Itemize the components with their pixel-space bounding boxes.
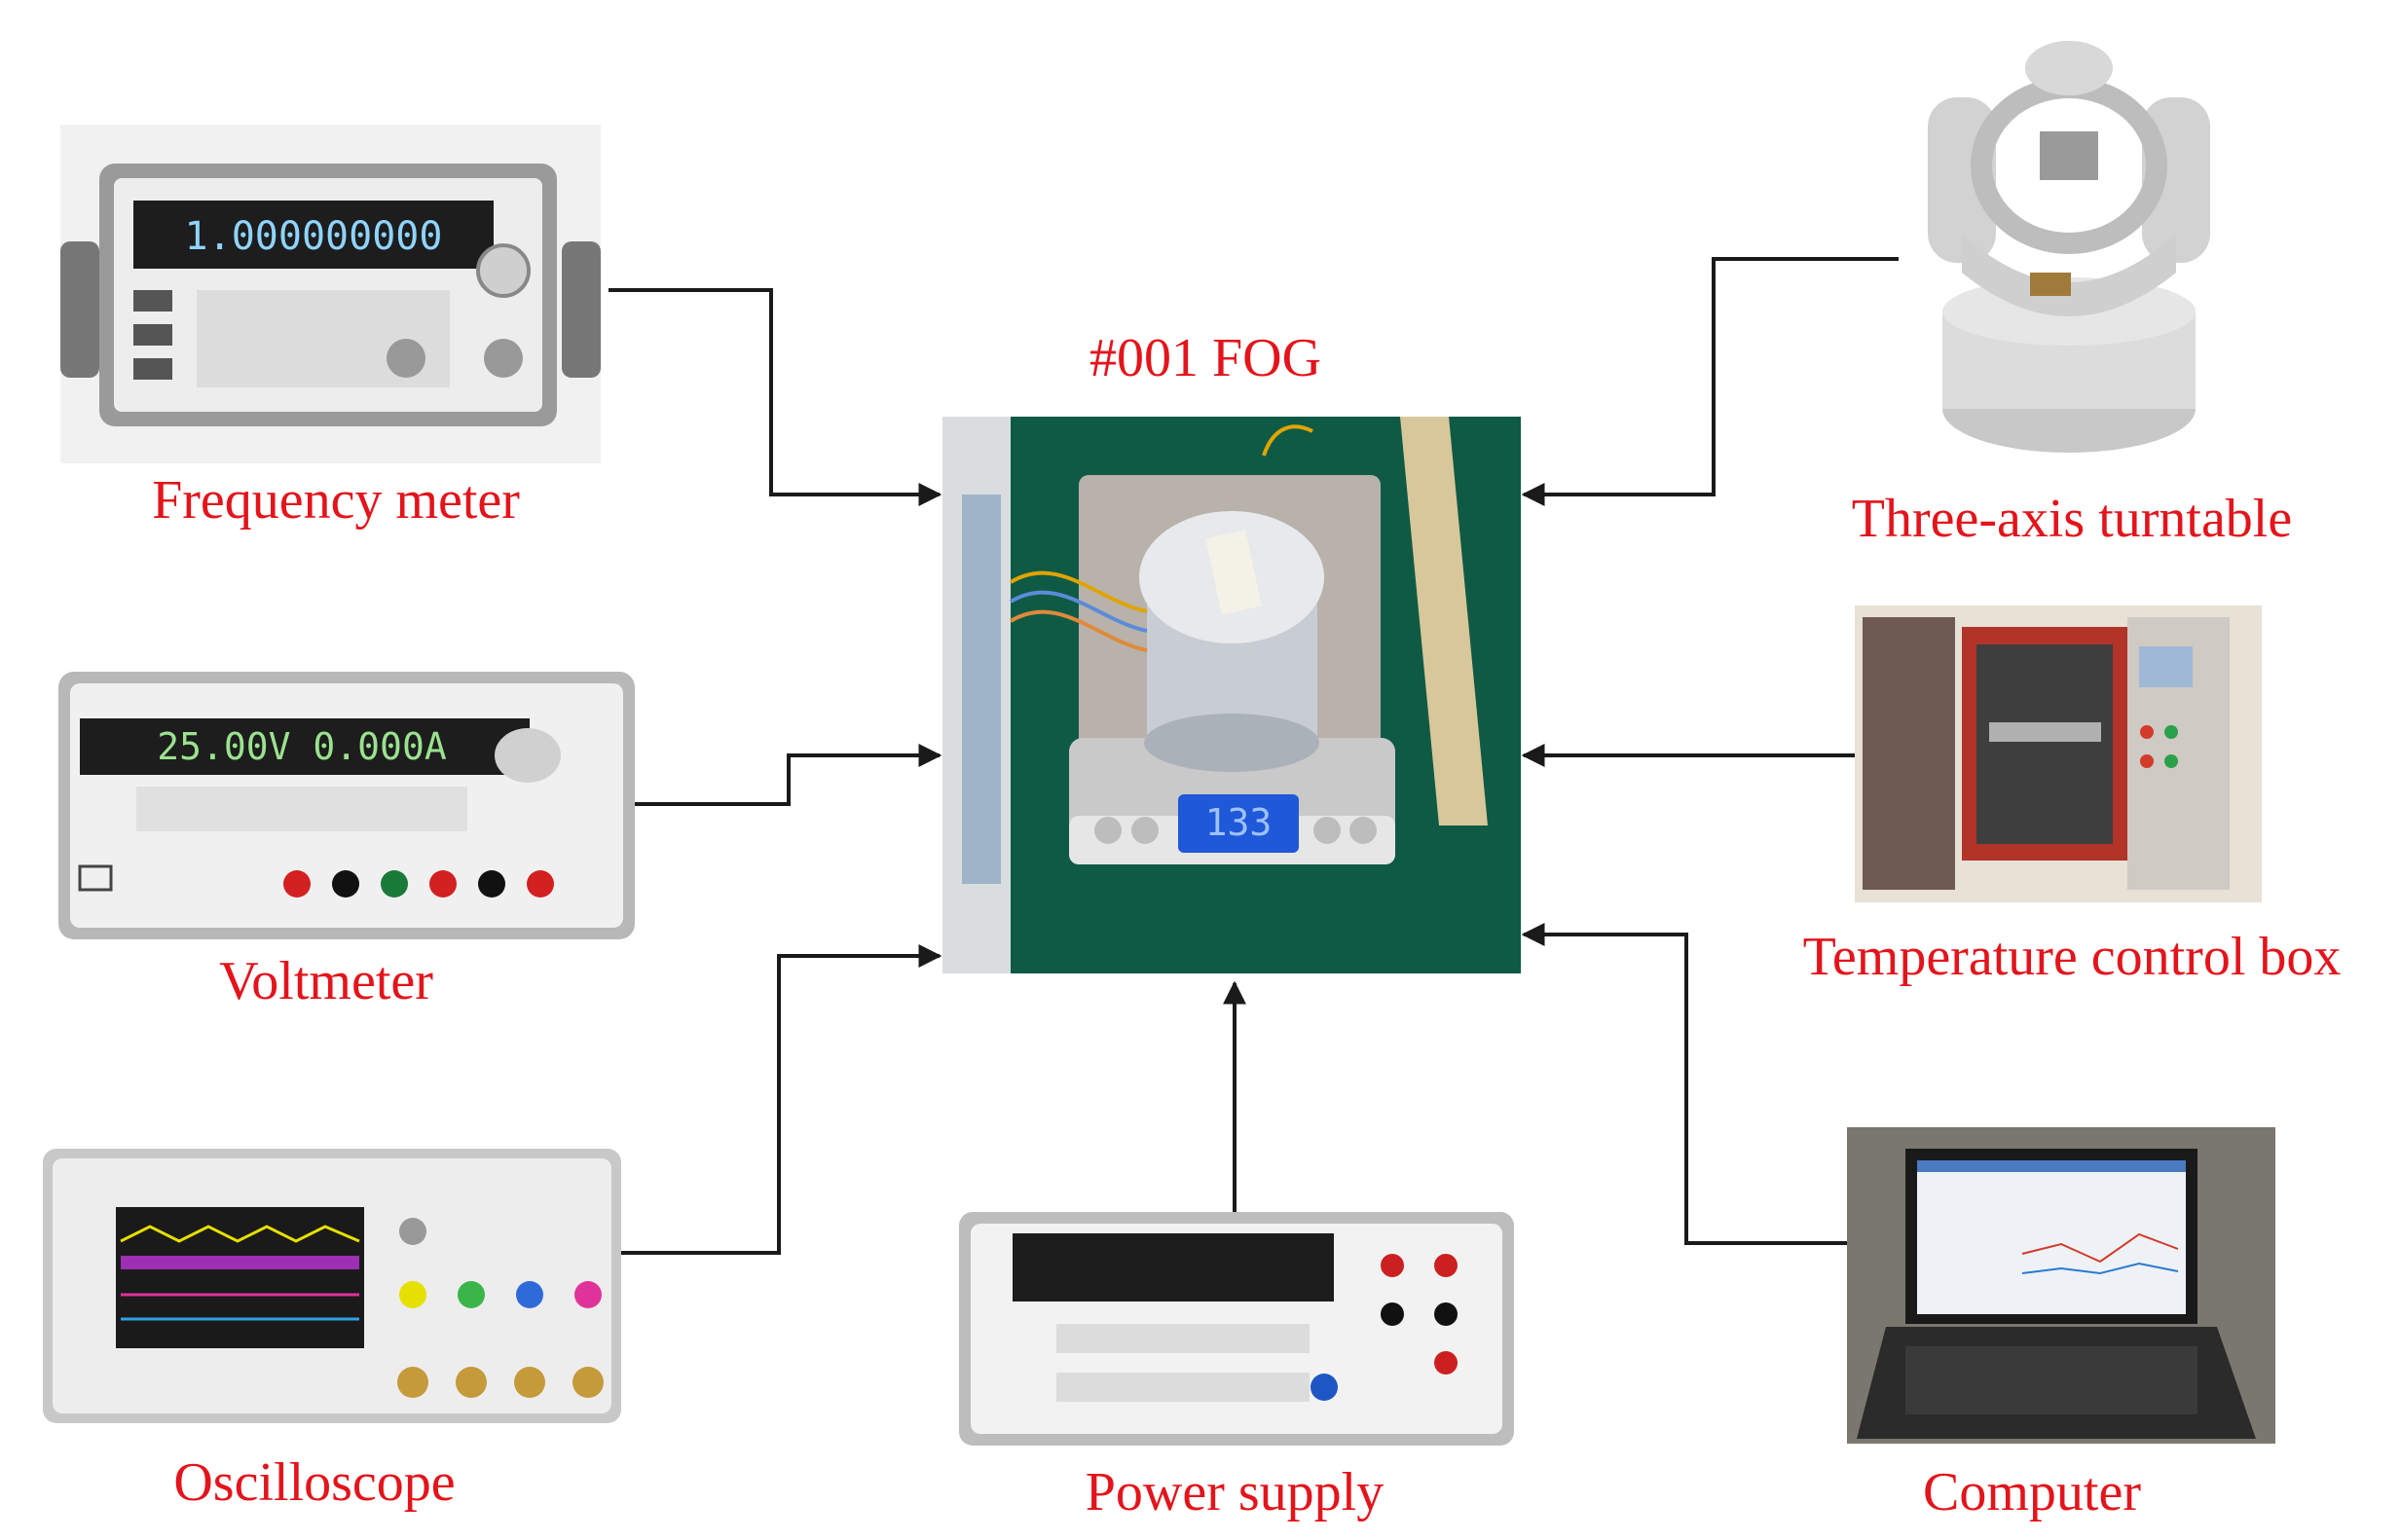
oscilloscope-illustration xyxy=(43,1149,621,1423)
wire-frequency-meter xyxy=(609,288,942,506)
voltmeter-display: 25.00V 0.000A xyxy=(157,725,447,768)
oscilloscope-label: Oscilloscope xyxy=(173,1452,456,1513)
three-axis-turntable-illustration xyxy=(1928,41,2210,453)
temperature-control-box-label: Temperature control box xyxy=(1802,927,2342,987)
fog-photo-illustration: 133 xyxy=(942,417,1521,973)
frequency-meter-display: 1.000000000 xyxy=(185,214,443,259)
computer-illustration xyxy=(1847,1127,2275,1444)
wire-computer xyxy=(1521,923,1847,1245)
temperature-control-box-image xyxy=(1855,605,2262,902)
three-axis-turntable-label: Three-axis turntable xyxy=(1851,489,2293,549)
computer-label: Computer xyxy=(1923,1462,2141,1522)
voltmeter-image: 25.00V 0.000A xyxy=(58,672,635,939)
wire-voltmeter xyxy=(635,744,942,806)
three-axis-turntable-image xyxy=(1894,39,2215,467)
voltmeter-illustration: 25.00V 0.000A xyxy=(58,672,635,939)
fog-photo: 133 xyxy=(942,417,1521,973)
frequency-meter-label: Frequency meter xyxy=(152,470,520,531)
fog-title: #001 FOG xyxy=(1089,328,1322,388)
voltmeter-label: Voltmeter xyxy=(219,951,433,1011)
wire-turntable xyxy=(1521,257,1899,506)
power-supply-label: Power supply xyxy=(1085,1462,1385,1522)
oscilloscope-image xyxy=(43,1149,621,1423)
wire-oscilloscope xyxy=(621,944,942,1255)
power-supply-illustration xyxy=(959,1212,1514,1446)
computer-image xyxy=(1847,1127,2275,1444)
frequency-meter-image: 1.000000000 xyxy=(60,125,601,463)
frequency-meter-illustration: 1.000000000 xyxy=(60,125,601,463)
temperature-control-box-illustration xyxy=(1855,605,2262,902)
power-supply-image xyxy=(959,1212,1514,1446)
scale-readout: 133 xyxy=(1205,801,1273,844)
